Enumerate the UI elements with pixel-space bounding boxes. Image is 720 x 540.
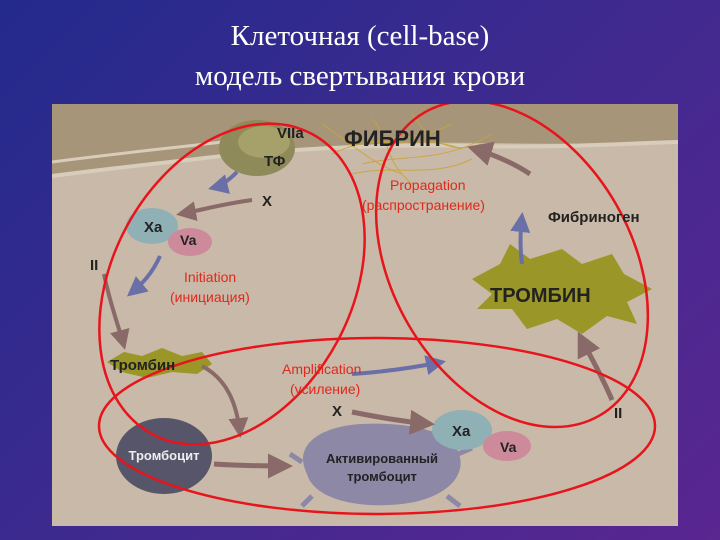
label-thrombin-small: Тромбин xyxy=(110,357,175,374)
label-ii-left: II xyxy=(90,257,98,274)
label-propagation-en: Propagation xyxy=(390,177,466,193)
label-tf: ТФ xyxy=(264,153,286,170)
label-amplification-en: Amplification xyxy=(282,361,361,377)
label-initiation-en: Initiation xyxy=(184,269,236,285)
slide-title-line-1: Клеточная (cell-base) xyxy=(0,18,720,54)
coagulation-diagram: VIIa ТФ X Xa Va II ФИБРИН Фибриноген ТРО… xyxy=(52,104,678,526)
label-va-left: Va xyxy=(180,232,197,248)
label-fibrinogen: Фибриноген xyxy=(548,209,640,226)
label-ii-right: II xyxy=(614,405,622,422)
arrow-thrombin-to-fibrinogen xyxy=(521,216,523,264)
label-xa-left: Xa xyxy=(144,219,163,236)
label-initiation-ru: (инициация) xyxy=(170,289,250,305)
label-propagation-ru: (распространение) xyxy=(362,197,485,213)
label-activated-platelet-2: тромбоцит xyxy=(347,469,417,484)
arrow-platelet-to-activated xyxy=(214,464,288,466)
label-amplification-ru: (усиление) xyxy=(290,381,360,397)
label-platelet: Тромбоцит xyxy=(129,448,200,463)
label-x-bottom: X xyxy=(332,403,342,420)
label-xa-right: Xa xyxy=(452,423,471,440)
label-va-right: Va xyxy=(500,439,517,455)
label-fibrin: ФИБРИН xyxy=(344,126,441,151)
label-thrombin-big: ТРОМБИН xyxy=(490,285,591,307)
label-activated-platelet-1: Активированный xyxy=(326,451,438,466)
label-viia: VIIa xyxy=(277,125,304,142)
label-x-top: X xyxy=(262,193,272,210)
slide-title-line-2: модель свертывания крови xyxy=(0,58,720,94)
